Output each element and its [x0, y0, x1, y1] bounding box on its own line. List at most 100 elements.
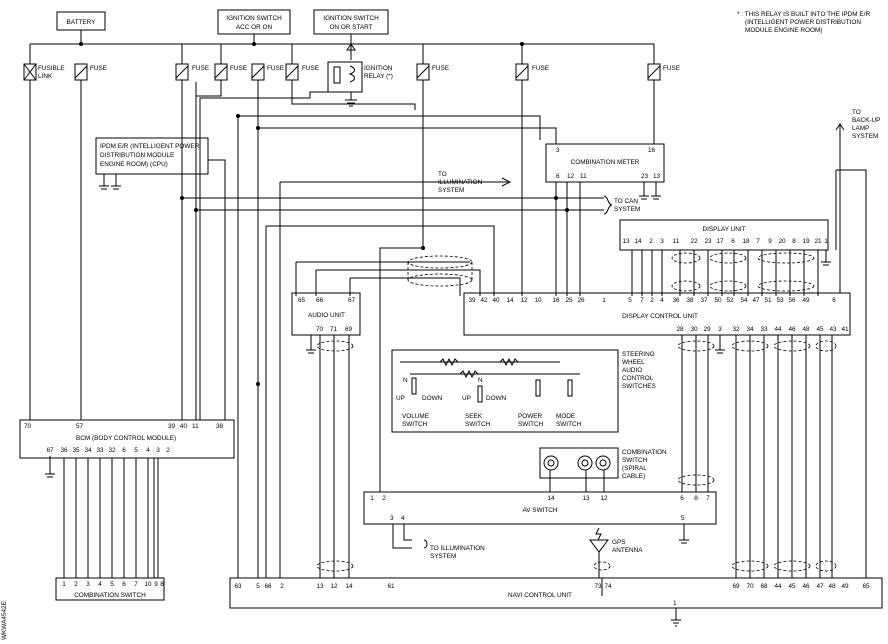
- dcu-bottom-pin: 28: [676, 326, 684, 333]
- navi-pin: 70: [746, 583, 754, 590]
- dcu-top-pin: 6: [832, 297, 836, 304]
- gps-antenna-icon: GPS ANTENNA: [589, 527, 643, 578]
- svg-text:TO: TO: [438, 171, 447, 178]
- display-unit-pin: 22: [690, 238, 698, 245]
- svg-text:SWITCHES: SWITCHES: [622, 383, 656, 390]
- dcu-bottom-pin: 48: [802, 326, 810, 333]
- audio-unit: 65 66 67 AUDIO UNIT 70 71 69: [291, 292, 361, 354]
- svg-text:4: 4: [401, 515, 405, 522]
- display-unit-pin: 6: [731, 238, 735, 245]
- svg-text:BATTERY: BATTERY: [67, 19, 97, 26]
- dcu-bottom-pin: 33: [760, 326, 768, 333]
- shields: [316, 252, 837, 572]
- display-unit-pin: 2: [649, 238, 653, 245]
- battery-box: BATTERY: [56, 11, 106, 31]
- svg-text:(SPIRAL: (SPIRAL: [622, 465, 647, 472]
- bcm-bottom-pin: 6: [122, 447, 126, 454]
- svg-text:FUSE: FUSE: [192, 65, 209, 72]
- wires: [29, 80, 867, 596]
- svg-text:(INTELLIGENT POWER DISTRIBUTIO: (INTELLIGENT POWER DISTRIBUTION: [745, 19, 861, 26]
- svg-text:CABLE): CABLE): [622, 473, 645, 480]
- svg-text:NAVI CONTROL UNIT: NAVI CONTROL UNIT: [508, 592, 572, 599]
- svg-text:* : THIS RELAY IS BUILT INTO T: * : THIS RELAY IS BUILT INTO THE IPDM E/…: [737, 11, 870, 18]
- navi-pin: 45: [788, 583, 796, 590]
- svg-text:SWITCH: SWITCH: [518, 421, 544, 428]
- svg-text:SWITCH: SWITCH: [622, 457, 648, 464]
- display-unit-pin: 18: [742, 238, 750, 245]
- ignition-acc-box: IGNITION SWITCH ACC OR ON: [217, 9, 291, 35]
- navi-pin: 13: [316, 583, 324, 590]
- navi-pin: 61: [387, 583, 395, 590]
- navi-pin: 2: [280, 583, 284, 590]
- bcm-bottom-pin: 32: [108, 447, 116, 454]
- dcu-top-pin: 37: [700, 297, 708, 304]
- bcm: 70 57 39 40 11 38 BCM (BODY CONTROL MODU…: [19, 419, 235, 478]
- bcm-bottom-pin: 36: [60, 447, 68, 454]
- svg-text:67: 67: [348, 297, 356, 304]
- svg-text:AUDIO: AUDIO: [622, 367, 642, 374]
- fuse-4: FUSE: [285, 44, 319, 81]
- navi-pin: 5: [256, 583, 260, 590]
- display-unit-pin: 17: [716, 238, 724, 245]
- dcu-top-pin: 4: [660, 297, 664, 304]
- display-unit-pin: 7: [756, 238, 760, 245]
- ipdm-er-box: IPDM E/R (INTELLIGENT POWER DISTRIBUTION…: [95, 137, 209, 190]
- svg-text:FUSE: FUSE: [90, 65, 107, 72]
- svg-text:69: 69: [345, 326, 353, 333]
- svg-text:DOWN: DOWN: [486, 395, 507, 402]
- spiral-cable: COMBINATION SWITCH (SPIRAL CABLE): [539, 447, 667, 480]
- svg-text:ANTENNA: ANTENNA: [612, 547, 643, 554]
- svg-text:FUSIBLE: FUSIBLE: [38, 65, 65, 72]
- fuse-1: FUSE: [175, 44, 209, 81]
- svg-text:FUSE: FUSE: [663, 65, 680, 72]
- dcu-top-pin: 26: [577, 297, 585, 304]
- fuse-3: FUSE: [251, 63, 284, 81]
- svg-text:UP: UP: [396, 395, 405, 402]
- svg-text:CONTROL: CONTROL: [622, 375, 654, 382]
- navi-pin: 44: [774, 583, 782, 590]
- dcu-top-pin: 5: [628, 297, 632, 304]
- combination-switch-pin: 1: [62, 581, 66, 588]
- svg-text:DISTRIBUTION MODULE: DISTRIBUTION MODULE: [100, 152, 174, 159]
- dcu-bottom-pin: 34: [746, 326, 754, 333]
- svg-text:COMBINATION: COMBINATION: [622, 449, 667, 456]
- svg-text:11: 11: [192, 423, 199, 430]
- svg-text:DOWN: DOWN: [422, 395, 443, 402]
- svg-text:TO ILLUMINATION: TO ILLUMINATION: [430, 545, 485, 552]
- svg-text:SWITCH: SWITCH: [556, 421, 582, 428]
- navi-pin: 66: [264, 583, 272, 590]
- svg-text:N: N: [478, 377, 483, 384]
- svg-text:GPS: GPS: [612, 539, 626, 546]
- svg-text:IGNITION SWITCH: IGNITION SWITCH: [226, 15, 282, 22]
- av-switch-pin: 8: [694, 495, 698, 502]
- svg-text:LAMP: LAMP: [852, 125, 869, 132]
- dcu-top-pin: 42: [480, 297, 488, 304]
- dcu-top-pin: 36: [672, 297, 680, 304]
- svg-text:FUSE: FUSE: [230, 65, 247, 72]
- dcu-top-pin: 54: [740, 297, 748, 304]
- dcu-top-pin: 10: [534, 297, 542, 304]
- svg-text:DISPLAY CONTROL UNIT: DISPLAY CONTROL UNIT: [622, 313, 698, 320]
- av-switch-pin: 6: [680, 495, 684, 502]
- dcu-bottom-pin: 32: [732, 326, 740, 333]
- svg-text:16: 16: [648, 147, 656, 154]
- dcu-top-pin: 40: [492, 297, 500, 304]
- svg-text:WHEEL: WHEEL: [622, 359, 645, 366]
- display-unit-pin: 1: [824, 238, 828, 245]
- fuse-5: FUSE: [416, 44, 449, 81]
- dcu-bottom-pin: 3: [718, 326, 722, 333]
- svg-text:BACK-UP: BACK-UP: [852, 117, 880, 124]
- dcu-bottom-pin: 45: [816, 326, 824, 333]
- navi-pin: 47: [816, 583, 824, 590]
- navi-pin: 49: [841, 583, 849, 590]
- svg-text:ACC OR ON: ACC OR ON: [236, 24, 273, 31]
- display-unit-pin: 20: [778, 238, 786, 245]
- svg-text:FUSE: FUSE: [302, 65, 319, 72]
- diagram-code: WKWA4542E: [1, 601, 8, 640]
- av-switch-pin: 1: [370, 495, 374, 502]
- bcm-bottom-pin: 4: [146, 447, 150, 454]
- fusible-link: FUSIBLE LINK: [23, 44, 65, 81]
- bcm-bottom-pin: 2: [166, 447, 170, 454]
